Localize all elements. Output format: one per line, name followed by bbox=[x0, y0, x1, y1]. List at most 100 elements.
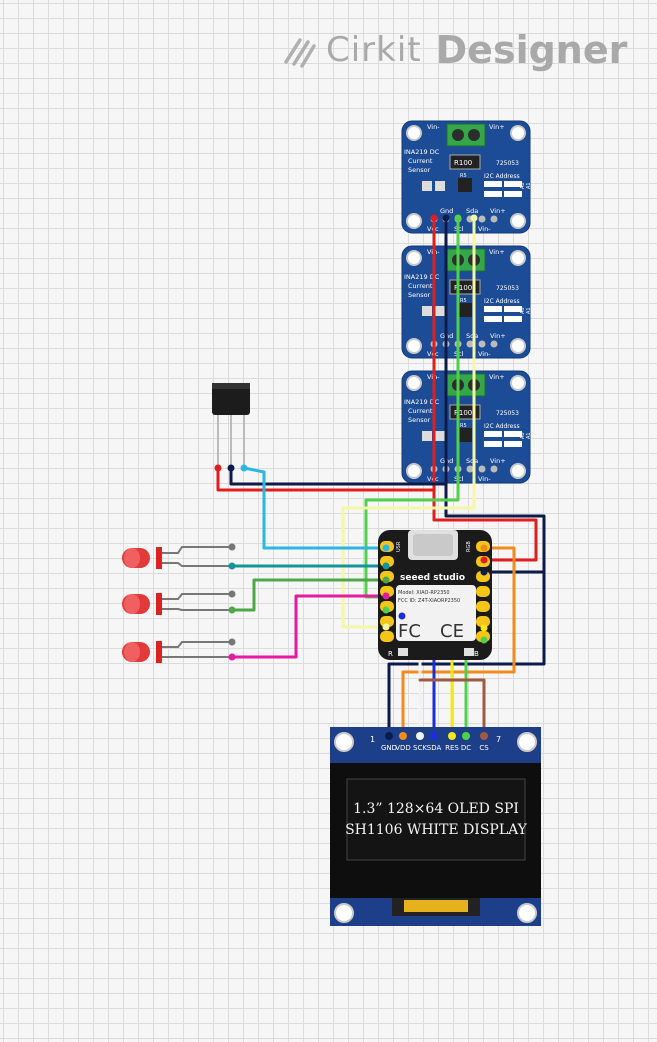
ina219-chip bbox=[458, 178, 472, 192]
pad[interactable] bbox=[476, 601, 490, 612]
i2c-address-label: I2C Address bbox=[484, 173, 520, 180]
sensor-title-line2: Current bbox=[408, 407, 433, 415]
rgb-label: RGB bbox=[466, 541, 472, 552]
mount-hole bbox=[406, 213, 422, 229]
usr-label: USR bbox=[396, 541, 402, 552]
vin-plus-bottom-label: Vin+ bbox=[490, 332, 506, 340]
transistor-body bbox=[212, 383, 250, 415]
pad[interactable] bbox=[476, 586, 490, 597]
ina219-sensor-3[interactable]: Vin- Vin+ INA219 DC Current Sensor R100 … bbox=[401, 370, 532, 484]
wire-vdd-orange[interactable] bbox=[401, 546, 516, 738]
vin-minus-bottom-label: Vin- bbox=[478, 475, 491, 483]
oled-pin-sck[interactable] bbox=[416, 732, 424, 740]
wire-sda-lightyellow[interactable] bbox=[341, 216, 476, 629]
header-pin[interactable] bbox=[478, 465, 486, 473]
oled-pin-label-sck: SCK bbox=[413, 744, 427, 752]
vin-minus-bottom-label: Vin- bbox=[478, 350, 491, 358]
sensor-title-line2: Current bbox=[408, 157, 433, 165]
mount-hole bbox=[406, 250, 422, 266]
pad[interactable] bbox=[380, 616, 394, 627]
cirkit-logo-icon bbox=[284, 38, 316, 68]
a1-label: A1 bbox=[526, 432, 532, 439]
r5-label: R5 bbox=[460, 173, 467, 179]
oled-text-line2: SH1106 WHITE DISPLAY bbox=[345, 822, 528, 838]
shunt-resistor bbox=[449, 154, 481, 170]
wire-transistor-cyan[interactable] bbox=[242, 466, 388, 550]
oled-pin-gnd[interactable] bbox=[385, 732, 393, 740]
xiao-left-pads bbox=[380, 541, 394, 642]
mount-hole bbox=[517, 903, 537, 923]
mount-hole bbox=[517, 732, 537, 752]
wire-endpoints bbox=[214, 214, 478, 661]
to92-transistor[interactable] bbox=[212, 383, 250, 468]
header-pin[interactable] bbox=[478, 215, 486, 223]
header-pin[interactable] bbox=[490, 215, 498, 223]
logo-word-cirkit: Cirkit bbox=[326, 30, 422, 70]
oled-pin-dc[interactable] bbox=[462, 732, 470, 740]
mount-hole bbox=[334, 903, 354, 923]
vin-plus-label: Vin+ bbox=[489, 123, 505, 131]
red-led-3[interactable] bbox=[122, 641, 232, 663]
a0-label: A0 bbox=[520, 307, 526, 314]
a1-label: A1 bbox=[526, 182, 532, 189]
sensor-title-line3: Sensor bbox=[408, 416, 431, 424]
vin-plus-bottom-label: Vin+ bbox=[490, 207, 506, 215]
xiao-brand-label: seeed studio bbox=[400, 573, 465, 583]
oled-pin-vdd[interactable] bbox=[399, 732, 407, 740]
ina219-sensor-2[interactable]: Vin- Vin+ INA219 DC Current Sensor R100 … bbox=[401, 245, 532, 359]
oled-pin-label-cs: CS bbox=[479, 744, 489, 752]
logo-word-designer: Designer bbox=[435, 28, 628, 72]
sensor-title-line1: INA219 DC bbox=[404, 148, 440, 156]
pad[interactable] bbox=[476, 616, 490, 627]
red-led-2[interactable] bbox=[122, 593, 232, 615]
header-pin[interactable] bbox=[490, 340, 498, 348]
oled-pin1-label: 1 bbox=[370, 735, 375, 744]
sensor-title-line3: Sensor bbox=[408, 166, 431, 174]
a0-label: A0 bbox=[520, 432, 526, 439]
xiao-rp2350-board[interactable]: USR RGB seeed studio Model: XIAO-RP2350 … bbox=[378, 530, 492, 660]
header-pin[interactable] bbox=[478, 340, 486, 348]
oled-pin-cs[interactable] bbox=[480, 732, 488, 740]
pin-gnd-label: Gnd bbox=[440, 207, 453, 215]
header-pin[interactable] bbox=[490, 465, 498, 473]
wire-cs-brown[interactable] bbox=[418, 678, 486, 738]
part-code-label: 725053 bbox=[496, 160, 519, 167]
wire-vcc-red[interactable] bbox=[432, 216, 538, 562]
vin-plus-label: Vin+ bbox=[489, 373, 505, 381]
oled-pin-res[interactable] bbox=[448, 732, 456, 740]
oled-pin-sda[interactable] bbox=[430, 732, 438, 740]
mount-hole bbox=[406, 338, 422, 354]
wire-led3-magenta[interactable] bbox=[230, 594, 388, 659]
vin-plus-label: Vin+ bbox=[489, 248, 505, 256]
terminal-screw bbox=[468, 129, 480, 141]
wire-gnd-navy[interactable] bbox=[387, 216, 546, 738]
wire-transistor-red[interactable] bbox=[216, 466, 436, 492]
shield-can bbox=[396, 585, 476, 641]
header-pin[interactable] bbox=[466, 340, 474, 348]
ina219-sensor-1[interactable]: Vin- Vin+ INA219 DC Current Sensor R100 … bbox=[401, 120, 532, 234]
mount-hole bbox=[510, 250, 526, 266]
oled-pin-label-gnd: GND bbox=[381, 744, 397, 752]
mount-hole bbox=[510, 338, 526, 354]
r5-label: R5 bbox=[460, 298, 467, 304]
mount-hole bbox=[406, 125, 422, 141]
wire-led2-green[interactable] bbox=[230, 578, 388, 612]
wire-transistor-navy[interactable] bbox=[229, 466, 448, 486]
mount-hole bbox=[406, 375, 422, 391]
model-line: Model: XIAO-RP2350 bbox=[398, 590, 450, 596]
r5-label: R5 bbox=[460, 423, 467, 429]
mount-hole bbox=[406, 463, 422, 479]
header-pin[interactable] bbox=[466, 465, 474, 473]
resistor-label: R100 bbox=[454, 409, 472, 417]
ina219-chip bbox=[458, 303, 472, 317]
sensor-title-line1: INA219 DC bbox=[404, 398, 440, 406]
red-led-1[interactable] bbox=[122, 546, 232, 569]
b-label: B bbox=[474, 650, 479, 658]
part-code-label: 725053 bbox=[496, 285, 519, 292]
pad[interactable] bbox=[380, 631, 394, 642]
r-label: R bbox=[388, 650, 393, 658]
pin-sda-label: Sda bbox=[466, 332, 478, 340]
